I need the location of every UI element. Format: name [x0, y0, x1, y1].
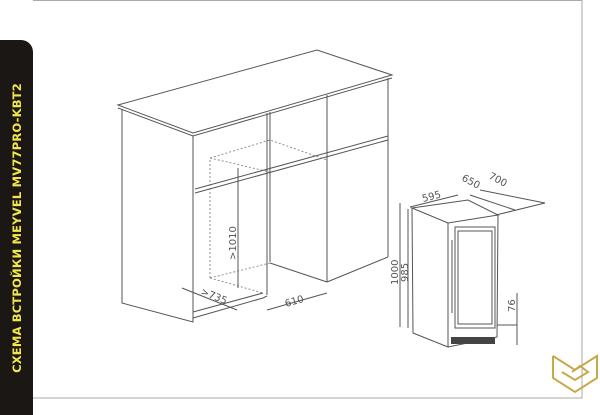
- open-depth-label: 700: [487, 171, 509, 190]
- title-band: СХЕМА ВСТРОЙКИ MEYVEL MV77PRO-KBT2: [0, 40, 33, 415]
- niche-depth-label: >735: [199, 287, 229, 307]
- plinth-label: 76: [507, 299, 518, 312]
- niche-dimensions: >1010 >735 610: [181, 168, 328, 311]
- vent-grille: [451, 337, 495, 344]
- frame: [33, 0, 583, 399]
- wine-cooler: [410, 199, 500, 348]
- brand-logo: [552, 354, 598, 394]
- niche-outline: [209, 139, 328, 294]
- niche-width-label: 610: [284, 294, 305, 310]
- cabinet: [116, 49, 394, 323]
- width-label: 595: [421, 190, 442, 205]
- depth-label: 650: [460, 173, 482, 192]
- body-height-label: 985: [400, 263, 411, 282]
- height-label: 1000: [390, 260, 401, 285]
- niche-height-label: >1010: [228, 226, 239, 260]
